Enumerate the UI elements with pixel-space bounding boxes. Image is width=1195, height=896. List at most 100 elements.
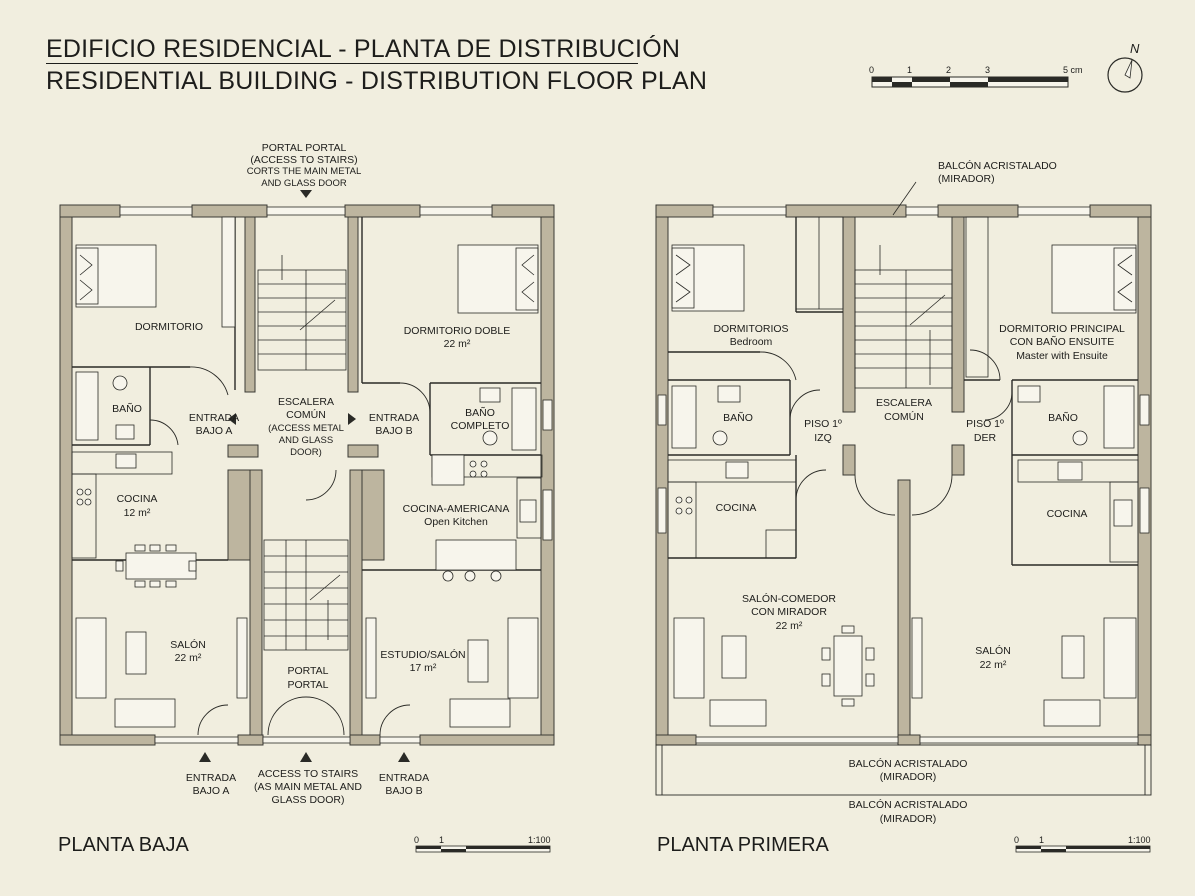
main-scale-tick-5: 5 cm xyxy=(1063,65,1083,75)
room-label-portal-1: PORTAL xyxy=(287,665,328,677)
ground-furniture xyxy=(71,216,543,728)
main-scale-tick-0: 0 xyxy=(869,65,874,75)
room-label-cocina: COCINA xyxy=(117,493,158,505)
room-label-escalera-2: COMÚN xyxy=(286,408,326,421)
ground-stairs-lower xyxy=(263,539,349,651)
room-label-bedroom: Bedroom xyxy=(730,336,773,348)
room-label-entrada-a-2: BAJO A xyxy=(196,425,233,437)
ground-doors xyxy=(149,366,431,736)
room-label-estudio: ESTUDIO/SALÓN xyxy=(380,648,465,661)
title-spanish: EDIFICIO RESIDENCIAL - PLANTA DE DISTRIB… xyxy=(46,35,681,63)
room-label-salon: SALÓN xyxy=(170,638,206,651)
room-area-salon: 22 m² xyxy=(175,652,202,664)
annotation-top-portal-3: CORTS THE MAIN METAL xyxy=(247,166,362,177)
room-label-cocina-first-left: COCINA xyxy=(716,502,757,514)
annotation-bottom-access-2: (AS MAIN METAL AND xyxy=(254,781,362,793)
room-area-cocina: 12 m² xyxy=(124,507,151,519)
room-label-salon-comedor-2: CON MIRADOR xyxy=(751,606,827,618)
room-label-escalera-first-1: ESCALERA xyxy=(876,397,932,409)
annotation-top-portal-1: PORTAL PORTAL xyxy=(262,142,347,154)
main-scale-bar: 0 1 2 3 5 cm xyxy=(869,65,1083,88)
first-scale-tick-0: 0 xyxy=(1014,835,1019,845)
room-label-dormitorio: DORMITORIO xyxy=(135,321,203,333)
annotation-balcon-1-2: (MIRADOR) xyxy=(880,771,937,783)
first-furniture xyxy=(667,216,1139,727)
room-label-dormitorio-principal-2: CON BAÑO ENSUITE xyxy=(1010,335,1114,348)
room-label-escalera-4: AND GLASS xyxy=(279,435,333,446)
annotation-bottom-entrada-a-2: BAJO A xyxy=(193,785,230,797)
room-label-bano-completo-2: COMPLETO xyxy=(451,420,510,432)
annotation-balcon-2-2: (MIRADOR) xyxy=(880,813,937,825)
ground-stairs-upper xyxy=(257,255,347,371)
room-label-piso-izq-1: PISO 1º xyxy=(804,418,842,430)
room-label-escalera-1: ESCALERA xyxy=(278,396,334,408)
first-windows xyxy=(657,206,1150,744)
annotation-bottom-access-3: GLASS DOOR) xyxy=(272,794,345,806)
room-label-piso-izq-2: IZQ xyxy=(814,432,832,444)
annotation-bottom-entrada-b-1: ENTRADA xyxy=(379,772,429,784)
room-label-escalera-5: DOOR) xyxy=(290,447,322,458)
room-label-entrada-a-1: ENTRADA xyxy=(189,412,239,424)
ground-scale-bar: 0 1 1:100 xyxy=(414,835,551,853)
ground-floor-plan: DORMITORIO DORMITORIO DOBLE 22 m² BAÑO E… xyxy=(59,142,555,853)
annotation-balcon-1-1: BALCÓN ACRISTALADO xyxy=(849,757,968,770)
north-label: N xyxy=(1130,41,1140,56)
room-label-bano-completo-1: BAÑO xyxy=(465,406,495,419)
room-label-escalera-3: (ACCESS METAL xyxy=(268,423,344,434)
annotation-bottom-access-1: ACCESS TO STAIRS xyxy=(258,768,358,780)
first-doors xyxy=(759,349,1013,516)
room-label-dormitorios: DORMITORIOS xyxy=(713,323,788,335)
room-label-portal-2: PORTAL xyxy=(287,679,328,691)
annotation-top-balcon-2: (MIRADOR) xyxy=(938,173,995,185)
north-arrow-icon: N xyxy=(1107,41,1143,93)
ground-entry-arrows xyxy=(199,190,410,762)
ground-scale-tick-0: 0 xyxy=(414,835,419,845)
room-label-piso-der-2: DER xyxy=(974,432,997,444)
room-label-bano-first-right: BAÑO xyxy=(1048,411,1078,424)
annotation-top-portal-2: (ACCESS TO STAIRS) xyxy=(250,154,357,166)
room-label-escalera-first-2: COMÚN xyxy=(884,410,924,423)
main-scale-tick-1: 1 xyxy=(907,65,912,75)
room-area-dormitorio-doble: 22 m² xyxy=(444,338,471,350)
annotation-bottom-entrada-b-2: BAJO B xyxy=(385,785,422,797)
annotation-top-portal-4: AND GLASS DOOR xyxy=(261,178,347,189)
main-scale-tick-3: 3 xyxy=(985,65,990,75)
title-english: RESIDENTIAL BUILDING - DISTRIBUTION FLOO… xyxy=(46,67,708,95)
room-label-dormitorio-principal-1: DORMITORIO PRINCIPAL xyxy=(999,323,1125,335)
plan-name-first: PLANTA PRIMERA xyxy=(657,834,829,856)
room-label-cocina-americana: COCINA-AMERICANA xyxy=(403,503,510,515)
first-scale-bar: 0 1 1:100 xyxy=(1014,835,1151,853)
ground-outer-walls xyxy=(59,204,555,746)
ground-scale-tick-1: 1 xyxy=(439,835,444,845)
room-label-open-kitchen: Open Kitchen xyxy=(424,516,488,528)
room-label-bano-first-left: BAÑO xyxy=(723,411,753,424)
room-label-entrada-b-1: ENTRADA xyxy=(369,412,419,424)
balcon-leader-line xyxy=(892,181,917,216)
room-area-salon-first: 22 m² xyxy=(980,659,1007,671)
room-label-master: Master with Ensuite xyxy=(1016,350,1108,362)
ground-scale-ratio: 1:100 xyxy=(528,835,551,845)
first-outer-walls xyxy=(655,204,1152,746)
main-scale-tick-2: 2 xyxy=(946,65,951,75)
room-label-entrada-b-2: BAJO B xyxy=(375,425,412,437)
room-label-salon-first: SALÓN xyxy=(975,644,1011,657)
room-label-salon-comedor-1: SALÓN-COMEDOR xyxy=(742,592,836,605)
title-underline xyxy=(46,63,638,64)
first-floor-plan: DORMITORIOS Bedroom ESCALERA COMÚN DORMI… xyxy=(655,159,1152,853)
annotation-bottom-entrada-a-1: ENTRADA xyxy=(186,772,236,784)
room-label-cocina-first-right: COCINA xyxy=(1047,508,1088,520)
first-scale-tick-1: 1 xyxy=(1039,835,1044,845)
ground-windows xyxy=(119,206,553,744)
plan-name-ground: PLANTA BAJA xyxy=(58,834,189,856)
room-label-bano-left: BAÑO xyxy=(112,402,142,415)
room-label-dormitorio-doble: DORMITORIO DOBLE xyxy=(404,325,511,337)
annotation-balcon-2-1: BALCÓN ACRISTALADO xyxy=(849,798,968,811)
first-balcony xyxy=(655,744,1152,796)
room-label-piso-der-1: PISO 1º xyxy=(966,418,1004,430)
room-area-estudio: 17 m² xyxy=(410,662,437,674)
first-stairs xyxy=(854,245,953,389)
first-scale-ratio: 1:100 xyxy=(1128,835,1151,845)
room-area-salon-comedor: 22 m² xyxy=(776,620,803,632)
